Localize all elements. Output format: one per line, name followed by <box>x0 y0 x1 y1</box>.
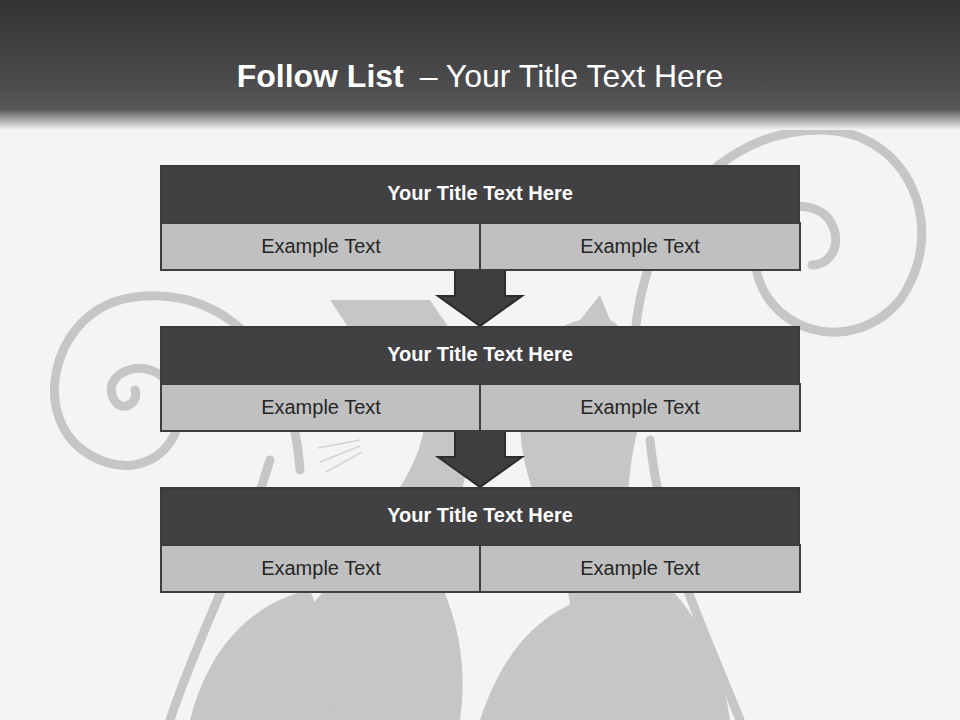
list-block: Your Title Text HereExample Text Example … <box>160 487 800 591</box>
flow-arrow <box>438 269 522 326</box>
list-block: Your Title Text HereExample Text Example … <box>160 326 800 430</box>
block-heading: Your Title Text Here <box>162 489 798 542</box>
example-cell: Example Text <box>160 383 482 432</box>
list-block: Your Title Text HereExample Text Example … <box>160 165 800 269</box>
block-heading: Your Title Text Here <box>162 328 798 381</box>
cell-text: Example Text <box>572 557 708 580</box>
cell-text: Example Text <box>572 235 708 258</box>
cell-text: Example Text <box>572 396 708 419</box>
cell-text: Example Text <box>253 557 389 580</box>
example-cell: Example Text <box>479 544 801 593</box>
title-row: Follow List – Your Title Text Here <box>0 50 960 102</box>
slide-title: Follow List <box>237 58 404 95</box>
flow-arrow <box>438 430 522 487</box>
cell-text: Example Text <box>253 235 389 258</box>
cell-text: Example Text <box>253 396 389 419</box>
left-cat-chest <box>190 590 334 720</box>
example-cell: Example Text <box>479 383 801 432</box>
whiskers <box>318 440 362 472</box>
example-cell: Example Text <box>479 222 801 271</box>
right-cat-chest <box>480 600 604 720</box>
example-cell: Example Text <box>160 544 482 593</box>
example-cell: Example Text <box>160 222 482 271</box>
slide-subtitle: – Your Title Text Here <box>420 58 724 95</box>
block-heading: Your Title Text Here <box>162 167 798 220</box>
